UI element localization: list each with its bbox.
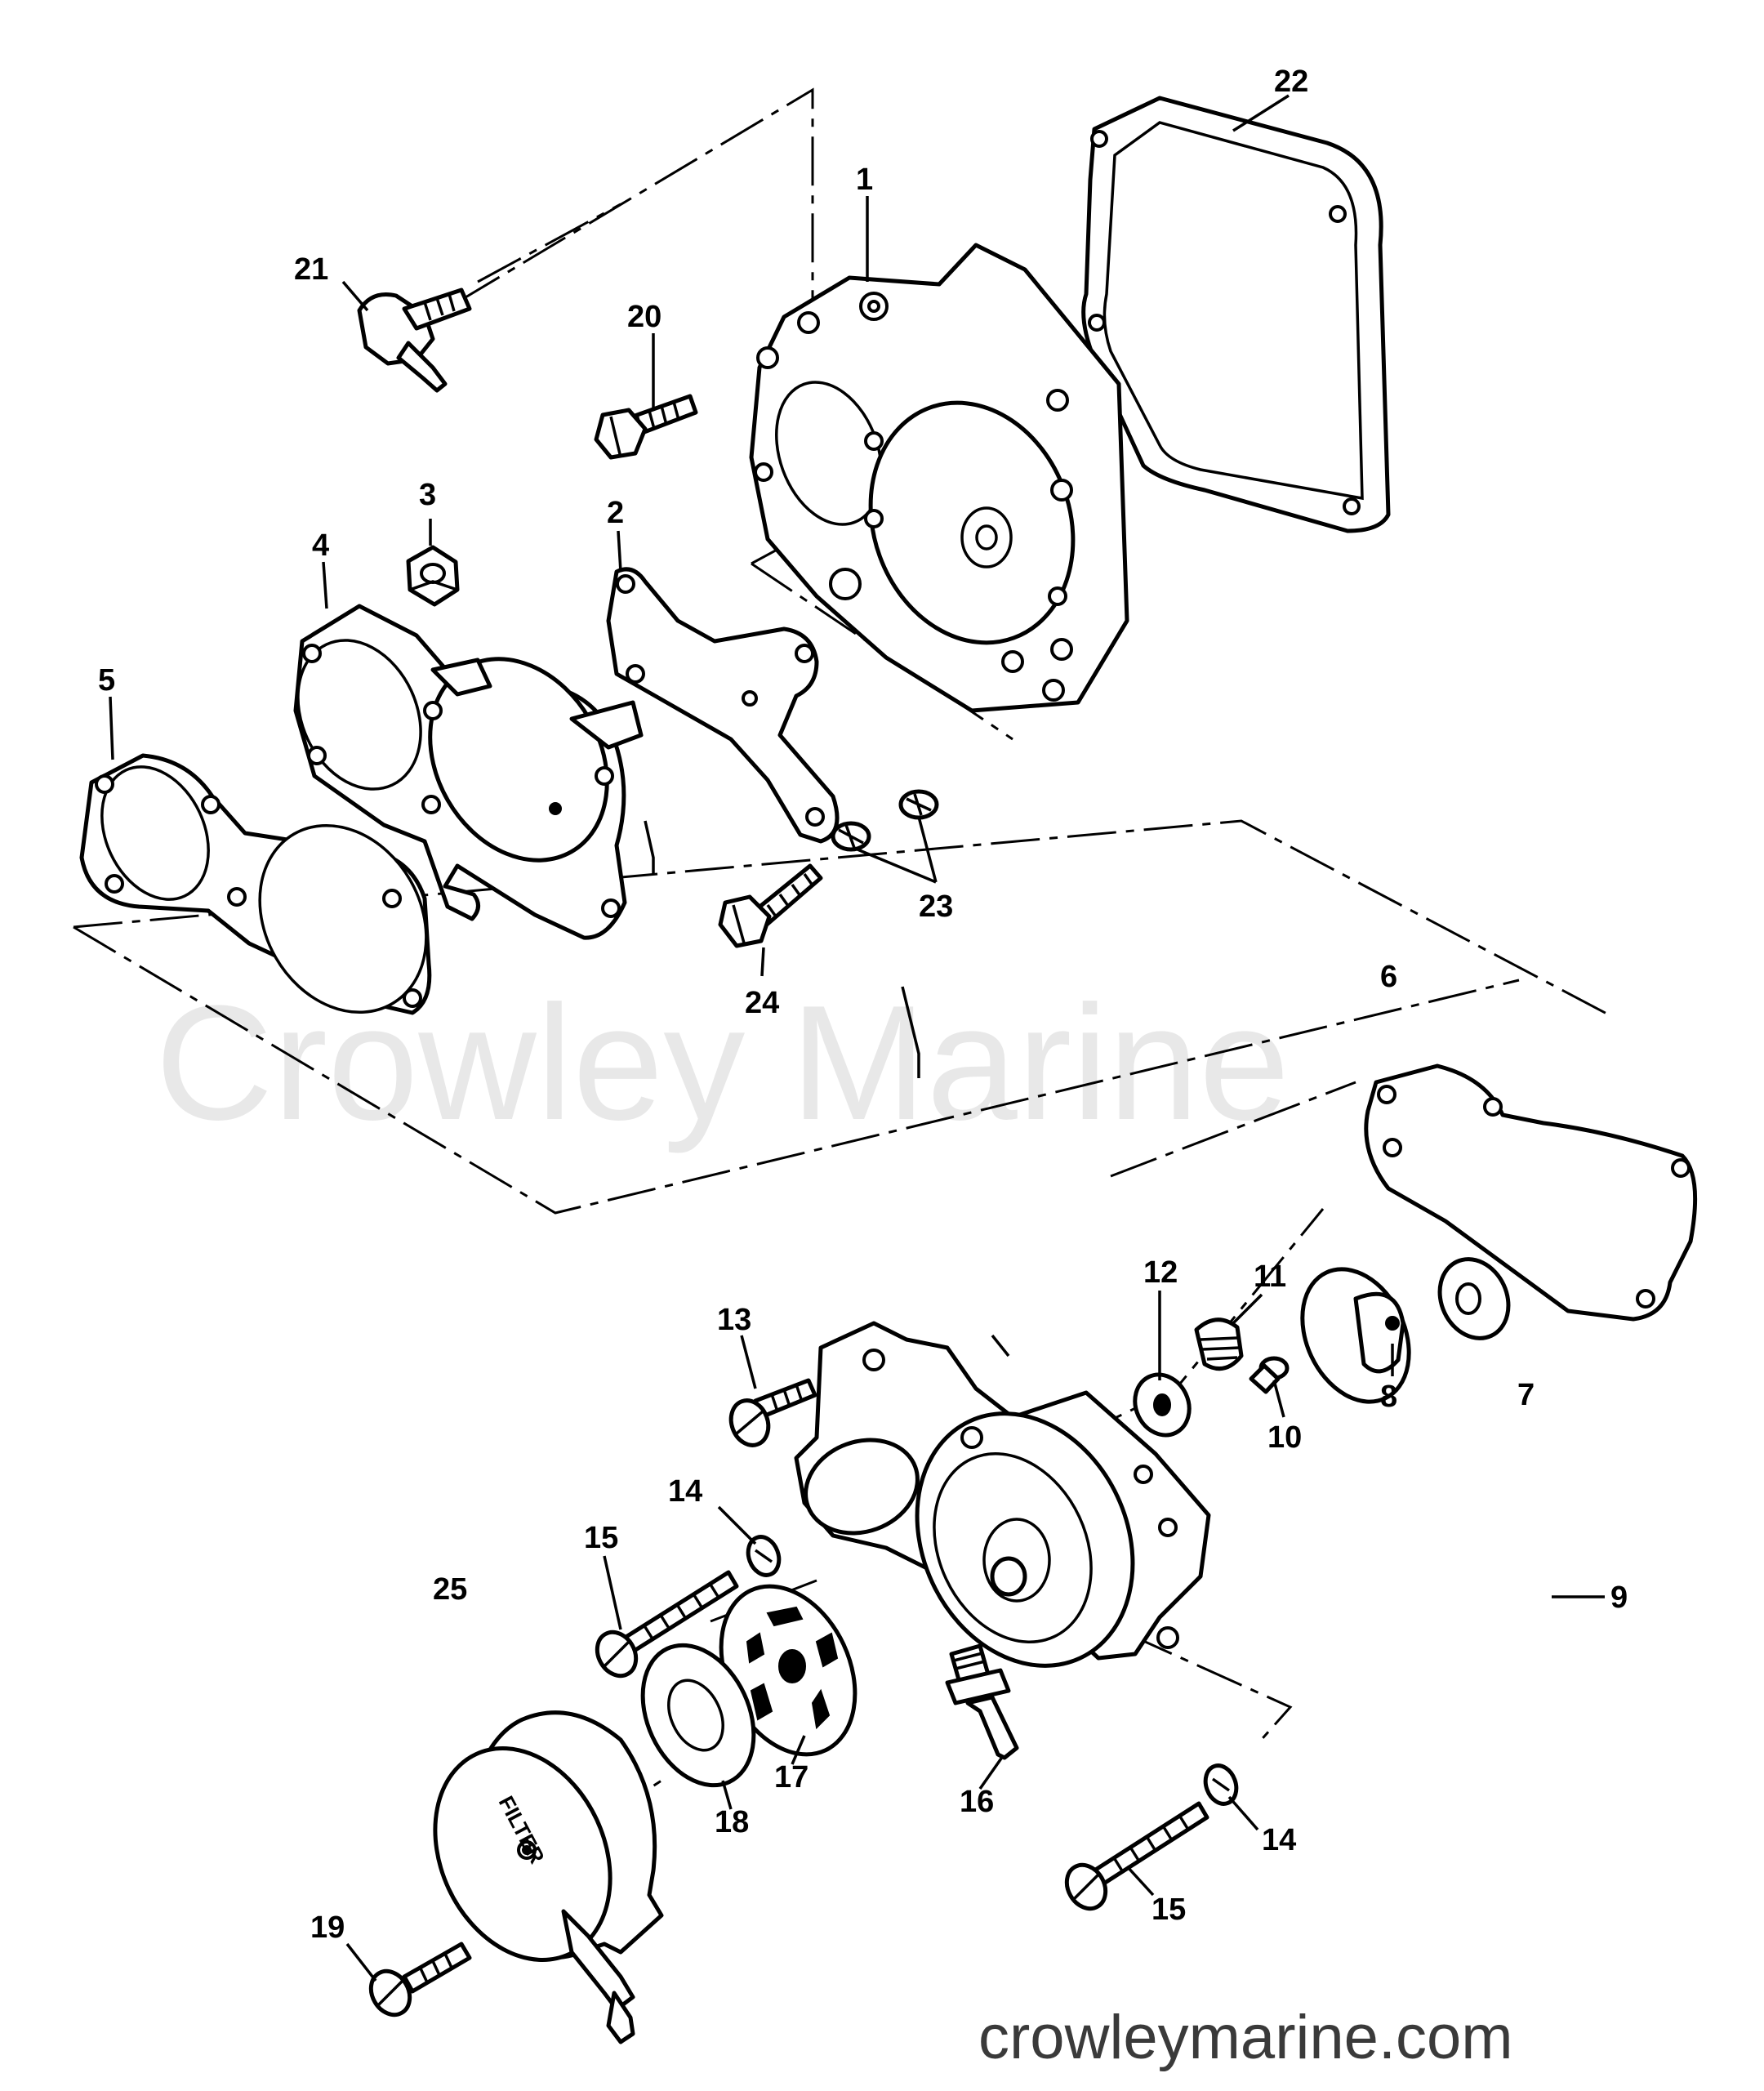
- callout-25: 25: [433, 1572, 467, 1607]
- callout-20: 20: [627, 300, 662, 334]
- callout-23: 23: [919, 889, 953, 924]
- callout-15-lower: 15: [1152, 1893, 1186, 1927]
- part-6-gasket[interactable]: [1364, 1063, 1698, 1322]
- part-1-pump-body[interactable]: [749, 243, 1129, 713]
- callout-7: 7: [1517, 1378, 1535, 1412]
- callout-3: 3: [419, 478, 436, 512]
- callout-14-lower: 14: [1262, 1823, 1296, 1857]
- callout-21: 21: [294, 252, 328, 287]
- callout-14-upper: 14: [668, 1474, 702, 1509]
- part-21-elbow-fitting[interactable]: [357, 288, 472, 393]
- part-25-filter-cap[interactable]: FILTER: [402, 1710, 664, 2044]
- part-20-bolt[interactable]: [594, 394, 698, 460]
- part-12-washer[interactable]: [1125, 1366, 1199, 1444]
- part-24-bolt[interactable]: [718, 863, 823, 948]
- callout-11: 11: [1254, 1260, 1286, 1294]
- callout-2: 2: [607, 496, 624, 530]
- callout-9: 9: [1610, 1581, 1628, 1615]
- callout-6: 6: [1380, 960, 1397, 994]
- part-14-lock-washer-lower[interactable]: [1200, 1761, 1241, 1808]
- callout-13: 13: [717, 1303, 751, 1337]
- part-14-lock-washer-upper[interactable]: [743, 1532, 784, 1579]
- part-15-screw-lower[interactable]: [1059, 1801, 1209, 1915]
- website-text: crowleymarine.com: [978, 2003, 1513, 2072]
- callout-17: 17: [774, 1760, 808, 1795]
- callout-labels: 1 2 3 4 5 6 7 8 9 10 11 12 13 14 14 15 1…: [98, 65, 1628, 1945]
- callout-4: 4: [312, 528, 329, 563]
- part-10-fitting[interactable]: [1249, 1356, 1290, 1394]
- callout-19: 19: [310, 1910, 345, 1945]
- part-4-cover[interactable]: [274, 604, 644, 940]
- part-8-diaphragm[interactable]: [1282, 1252, 1430, 1420]
- callout-5: 5: [98, 663, 115, 698]
- part-18-seal-ring[interactable]: [621, 1627, 775, 1803]
- part-19-screw[interactable]: [363, 1942, 472, 2022]
- part-13-screw[interactable]: [725, 1378, 817, 1451]
- part-9-pump-housing[interactable]: [792, 1321, 1211, 1701]
- part-2-mounting-plate[interactable]: [606, 567, 840, 844]
- callout-10: 10: [1267, 1420, 1302, 1455]
- callout-18: 18: [715, 1805, 749, 1839]
- part-3-hex-nut[interactable]: [406, 545, 460, 607]
- callout-24: 24: [745, 986, 779, 1020]
- part-11-check-valve[interactable]: [1194, 1317, 1244, 1371]
- part-22-gasket[interactable]: [1081, 96, 1391, 533]
- callout-12: 12: [1143, 1255, 1178, 1290]
- part-5-gasket[interactable]: [79, 750, 460, 1043]
- callout-22: 22: [1274, 65, 1308, 99]
- callout-8: 8: [1380, 1380, 1397, 1414]
- callout-1: 1: [856, 163, 873, 197]
- leader-lines: [109, 94, 1605, 1982]
- part-15-screw-upper[interactable]: [590, 1570, 739, 1683]
- part-16-fitting[interactable]: [945, 1643, 1019, 1760]
- callout-16: 16: [960, 1785, 994, 1819]
- part-7-washer[interactable]: [1428, 1248, 1521, 1349]
- callout-15-upper: 15: [584, 1521, 618, 1555]
- part-17-impeller-plate[interactable]: [695, 1564, 880, 1776]
